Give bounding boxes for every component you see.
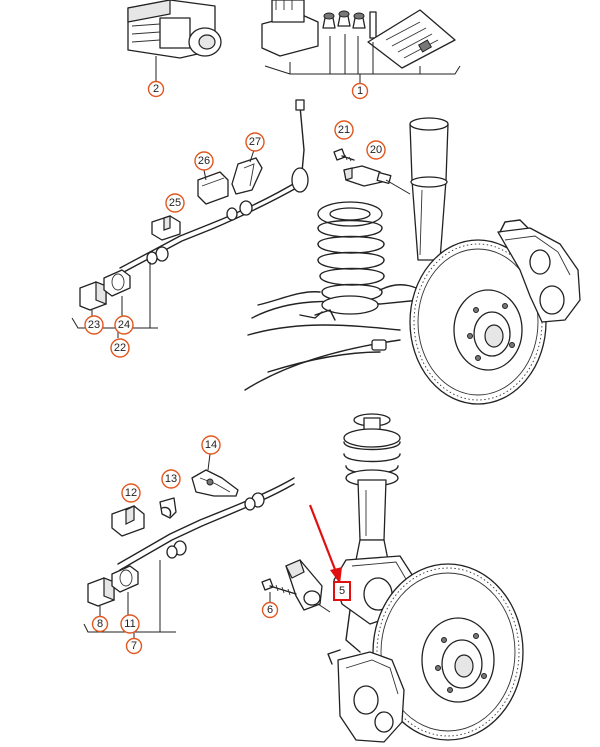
callout-24[interactable]: 24 — [114, 315, 134, 335]
rear-coil-spring — [314, 201, 385, 321]
rear-shock-absorber — [409, 117, 449, 261]
highlight-arrow — [308, 504, 342, 584]
svg-text:20: 20 — [370, 144, 382, 156]
callout-5[interactable]: 5 — [339, 585, 345, 597]
svg-text:14: 14 — [205, 439, 217, 451]
rear-clip-26 — [197, 169, 229, 205]
svg-text:6: 6 — [267, 604, 273, 616]
front-clip-13 — [159, 497, 177, 519]
rear-clip-27 — [231, 149, 263, 195]
callout-6[interactable]: 6 — [261, 601, 279, 619]
rear-brake-disc — [409, 239, 547, 405]
callout-22[interactable]: 22 — [110, 338, 130, 358]
repair-kit-parts — [261, 0, 461, 84]
rear-clip-25 — [151, 215, 181, 241]
front-clip-12 — [111, 505, 145, 537]
svg-text:8: 8 — [97, 618, 103, 630]
callout-11[interactable]: 11 — [120, 614, 140, 634]
callout-14[interactable]: 14 — [201, 435, 221, 455]
callout-13[interactable]: 13 — [161, 469, 181, 489]
svg-text:1: 1 — [357, 85, 363, 97]
svg-text:23: 23 — [88, 319, 100, 331]
callout-27[interactable]: 27 — [245, 132, 265, 152]
rear-brake-caliper — [497, 219, 581, 323]
svg-text:11: 11 — [124, 618, 135, 630]
callout-23[interactable]: 23 — [84, 315, 104, 335]
front-strut — [343, 413, 401, 561]
front-clip-14 — [191, 453, 239, 497]
front-brake-disc — [372, 563, 524, 741]
svg-text:2: 2 — [153, 83, 159, 95]
rear-sensor-bolt — [333, 148, 355, 162]
svg-text:26: 26 — [198, 155, 210, 167]
front-sensor-cable — [117, 477, 295, 571]
highlight-box — [333, 581, 351, 601]
callout-7[interactable]: 7 — [125, 637, 143, 655]
svg-text:22: 22 — [114, 342, 126, 354]
front-speed-sensor — [285, 559, 331, 613]
callout-21[interactable]: 21 — [334, 120, 354, 140]
front-brake-caliper — [327, 649, 405, 743]
svg-text:25: 25 — [169, 197, 181, 209]
callout-25[interactable]: 25 — [165, 193, 185, 213]
grommet-set — [322, 10, 377, 39]
svg-text:13: 13 — [165, 473, 177, 485]
front-sensor-bolt — [261, 578, 297, 602]
rear-speed-sensor — [343, 165, 411, 195]
svg-text:24: 24 — [118, 319, 130, 331]
svg-text:21: 21 — [338, 124, 350, 136]
rear-sensor-cable — [119, 99, 309, 274]
svg-text:27: 27 — [249, 136, 261, 148]
callout-20[interactable]: 20 — [366, 140, 386, 160]
callout-12[interactable]: 12 — [121, 483, 141, 503]
svg-text:5: 5 — [339, 585, 345, 597]
callout-1[interactable]: 1 — [351, 82, 369, 100]
abs-control-unit — [127, 0, 222, 82]
callout-26[interactable]: 26 — [194, 151, 214, 171]
svg-text:12: 12 — [125, 487, 137, 499]
callout-8[interactable]: 8 — [91, 615, 109, 633]
callout-2[interactable]: 2 — [147, 80, 165, 98]
svg-text:7: 7 — [131, 640, 137, 652]
instruction-sheet — [367, 9, 456, 69]
rear-trailing-arm — [244, 284, 431, 391]
